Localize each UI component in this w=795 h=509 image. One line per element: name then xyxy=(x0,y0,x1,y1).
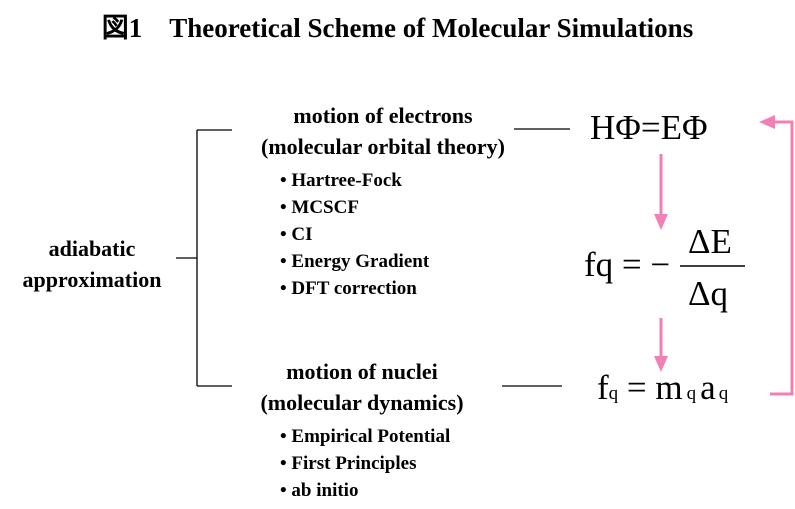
nuclei-heading-line-1: motion of nuclei xyxy=(286,359,438,384)
list-item: CI xyxy=(280,221,429,248)
electron-methods-list: Hartree-Fock MCSCF CI Energy Gradient DF… xyxy=(280,167,429,302)
nuclei-methods-list: Empirical Potential First Principles ab … xyxy=(280,423,450,504)
schrodinger-equation: HΦ=EΦ xyxy=(590,108,708,147)
electrons-heading: motion of electrons (molecular orbital t… xyxy=(222,100,544,162)
feedback-loop-arrow xyxy=(759,115,794,396)
list-item: MCSCF xyxy=(280,194,429,221)
list-item: First Principles xyxy=(280,450,450,477)
newton-f-sub: q xyxy=(608,383,619,404)
newton-a: a xyxy=(700,368,716,407)
root-line-2: approximation xyxy=(22,267,162,292)
newton-equals: = xyxy=(618,368,656,407)
force-equation-lhs: fq = − xyxy=(584,245,671,284)
list-item: DFT correction xyxy=(280,275,429,302)
root-line-1: adiabatic xyxy=(48,236,136,261)
list-item: ab initio xyxy=(280,477,450,504)
newton-m: m xyxy=(655,368,683,407)
electrons-heading-line-1: motion of electrons xyxy=(293,103,473,128)
newton-a-sub: q xyxy=(718,383,729,404)
list-item: Empirical Potential xyxy=(280,423,450,450)
arrow-schrodinger-to-force xyxy=(654,154,668,230)
newton-m-sub: q xyxy=(686,383,697,404)
nuclei-heading: motion of nuclei (molecular dynamics) xyxy=(214,356,510,418)
force-equation-denominator: Δq xyxy=(688,274,729,313)
newton-f: f xyxy=(597,368,609,407)
electrons-heading-line-2: (molecular orbital theory) xyxy=(261,134,505,159)
figure-title: 図1 Theoretical Scheme of Molecular Simul… xyxy=(101,13,694,43)
adiabatic-approximation-label: adiabatic approximation xyxy=(0,233,184,295)
nuclei-heading-line-2: (molecular dynamics) xyxy=(260,390,464,415)
force-equation-numerator: ΔE xyxy=(688,222,732,261)
list-item: Hartree-Fock xyxy=(280,167,429,194)
arrow-force-to-newton xyxy=(654,318,668,372)
list-item: Energy Gradient xyxy=(280,248,429,275)
